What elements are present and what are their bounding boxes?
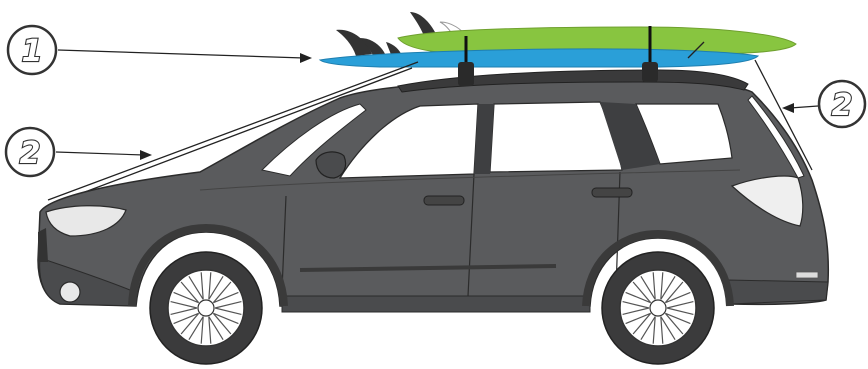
rear-reflector: [796, 272, 818, 278]
front-wheel: [150, 252, 262, 364]
rear-door-handle: [592, 188, 632, 197]
front-rack-mount: [458, 62, 474, 86]
callout-2-rear-number: 2: [832, 88, 853, 123]
callout-2-rear-arrowhead: [782, 103, 794, 113]
rear-hub: [650, 300, 666, 316]
callout-1-number: 1: [22, 34, 43, 69]
rear-wheel: [602, 252, 714, 364]
rocker-panel: [282, 296, 590, 312]
callout-2-rear-leader: [790, 106, 818, 108]
front-door-handle: [424, 196, 464, 205]
callout-2-front-arrowhead: [140, 150, 152, 160]
suv: [38, 26, 828, 364]
callout-2-rear: 2: [782, 81, 865, 127]
callout-2-front-number: 2: [20, 136, 41, 171]
front-hub: [198, 300, 214, 316]
blue-surfboard: [320, 49, 758, 67]
rear-rack-mount: [642, 62, 658, 82]
callout-1-leader: [58, 50, 304, 58]
rear-door-window: [490, 102, 622, 172]
top-board-fin: [410, 12, 436, 36]
callout-1-arrowhead: [300, 53, 312, 63]
fog-light: [60, 282, 80, 302]
rear-bumper: [728, 280, 828, 304]
callout-2-front-leader: [56, 152, 144, 155]
surfboards: [320, 12, 796, 67]
callout-1: 1: [8, 26, 312, 74]
